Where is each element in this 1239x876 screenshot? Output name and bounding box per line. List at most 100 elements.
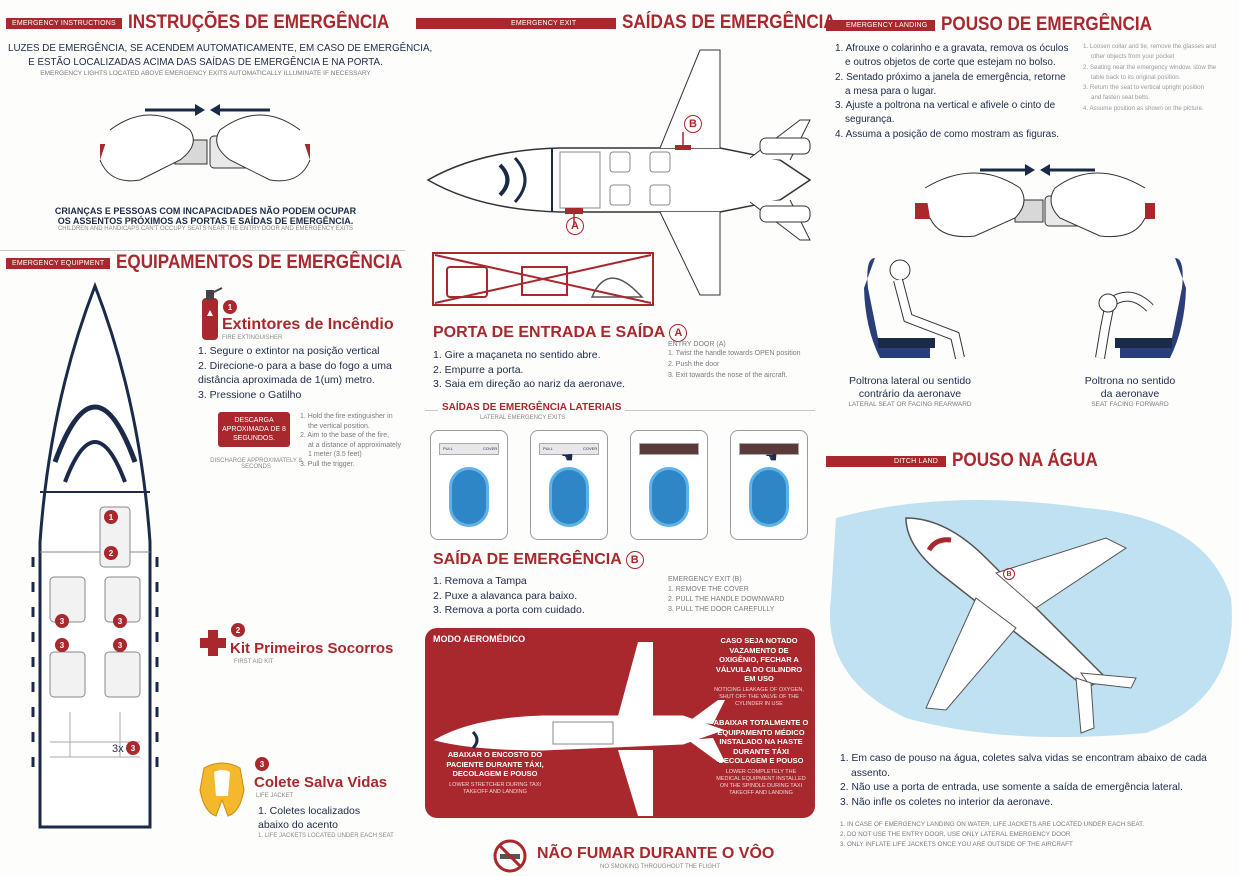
landing-step: 3. Ajuste a poltrona na vertical e afive… (835, 100, 1056, 112)
oxygen-english: NOTICING LEAKAGE OF OXYGEN, SHUT OFF THE… (714, 686, 804, 707)
entry-door-en-step: 1. Twist the handle towards OPEN positio… (668, 350, 801, 357)
instructions-text: LUZES DE EMERGÊNCIA, SE ACENDEM AUTOMATI… (8, 42, 433, 78)
first-aid-cross-icon (200, 630, 226, 656)
extinguisher-step: 3. Pressione o Gatilho (198, 388, 302, 401)
no-smoking-icon (493, 839, 527, 873)
instructions-english: EMERGENCY LIGHTS LOCATED ABOVE EMERGENCY… (40, 70, 371, 77)
children-warning: CRIANÇAS E PESSOAS COM INCAPACIDADES NÃO… (8, 206, 403, 232)
discharge-box: DESCARGA APROXIMADA DE 8 SEGUNDOS. (218, 412, 290, 447)
landing-step: segurança. (845, 114, 895, 126)
first-aid-sub: FIRST AID KIT (234, 659, 274, 665)
exit-window (749, 467, 789, 527)
hand-icon: ☚ (765, 449, 778, 465)
landing-en-step: 1. Loosen collar and tie, remove the gla… (1083, 43, 1217, 50)
seat-rearward-caption: Poltrona lateral ou sentido contrário da… (845, 375, 975, 408)
instructions-line1: LUZES DE EMERGÊNCIA, SE ACENDEM AUTOMATI… (8, 43, 433, 54)
extinguisher-sub: FIRE EXTINGUISHER (222, 335, 283, 341)
life-vest-line2: abaixo do acento (258, 819, 338, 831)
ditch-step: 3. Não infle os coletes no interior da a… (840, 796, 1053, 808)
landing-en-step: and fasten seat belts. (1091, 94, 1150, 102)
exit-handle-strip (639, 443, 699, 455)
seat-rearward-line1: Poltrona lateral ou sentido (849, 375, 971, 387)
exit-b-title: SAÍDA DE EMERGÊNCIA (433, 551, 622, 568)
exit-window (549, 467, 589, 527)
exit-b-english: EMERGENCY EXIT (B) 1. REMOVE THE COVER 2… (668, 575, 784, 615)
exit-b-en-title: EMERGENCY EXIT (B) (668, 576, 742, 583)
exit-window (649, 467, 689, 527)
exits-title: SAÍDAS DE EMERGÊNCIA (622, 12, 837, 33)
landing-en-step: 4. Assume position as shown on the pictu… (1083, 104, 1204, 112)
extinguisher-step: 1. Segure o extintor na posição vertical (198, 345, 380, 357)
ditch-step: 1. Em caso de pouso na água, coletes sal… (840, 753, 1207, 764)
stretcher-english: LOWER STRETCHER DURING TAXI TAKEOFF AND … (449, 781, 541, 795)
seat-forward-line1: Poltrona no sentido (1084, 375, 1176, 387)
ditch-exit-marker: B (1003, 568, 1015, 580)
extinguisher-number: 1 (223, 300, 237, 314)
instructions-header: EMERGENCY INSTRUCTIONS INSTRUÇÕES DE EME… (6, 12, 418, 34)
seat-forward-line2: da aeronave (1100, 388, 1160, 400)
entry-door-en-step: 2. Push the door (668, 361, 720, 368)
exit-b-step: 3. Remova a porta com cuidado. (433, 604, 585, 616)
fire-extinguisher-icon (202, 287, 223, 340)
instructions-title: INSTRUÇÕES DE EMERGÊNCIA (127, 12, 390, 33)
entry-door-letter: A (669, 324, 688, 342)
equipment-note: ABAIXAR TOTALMENTE O EQUIPAMENTO MÉDICO … (713, 718, 809, 797)
extinguisher-steps: 1. Segure o extintor na posição vertical… (198, 344, 392, 402)
extinguisher-english-step: 2. Aim to the base of the fire, (300, 432, 390, 439)
exit-b-marker: B (684, 115, 702, 133)
cover-label: COVER (483, 446, 498, 451)
lateral-exit-step-3 (630, 430, 708, 540)
equipment-title: EQUIPAMENTOS DE EMERGÊNCIA (116, 252, 403, 273)
hand-icon: ☚ (561, 449, 574, 465)
entry-door-steps: 1. Gire a maçaneta no sentido abre. 2. E… (433, 348, 625, 392)
lateral-exit-step-1: PULL COVER (430, 430, 508, 540)
exit-b-steps: 1. Remova a Tampa 2. Puxe a alavanca par… (433, 574, 585, 618)
landing-step: 2. Sentado próximo a janela de emergênci… (835, 71, 1066, 83)
no-baggage-near-exit-icon (432, 252, 654, 306)
brace-position-forward-icon (1095, 258, 1186, 359)
extinguisher-english-steps: 1. Hold the fire extinguisher in the ver… (300, 412, 401, 469)
landing-step: e outros objetos de corte que estejam no… (845, 57, 1056, 69)
children-english: CHILDREN AND HANDICAPS CAN'T OCCUPY SEAT… (57, 226, 354, 232)
exit-b-en-step: 1. REMOVE THE COVER (668, 586, 749, 593)
map-mark-vest: 3 (113, 614, 127, 628)
children-line1: CRIANÇAS E PESSOAS COM INCAPACIDADES NÃO… (54, 206, 357, 216)
exit-a-marker: A (566, 217, 584, 235)
exit-handle-strip (739, 443, 799, 455)
landing-seatbelt-illustration (915, 164, 1155, 238)
seat-rearward-line2: contrário da aeronave (858, 388, 962, 400)
exit-b-step: 2. Puxe a alavanca para baixo. (433, 589, 578, 602)
discharge-english: DISCHARGE APPROXIMATELY 8 SECONDS (210, 458, 302, 470)
extinguisher-english-step: at a distance of approximately (308, 441, 401, 449)
seat-rearward-english: LATERAL SEAT OR FACING REARWARD (848, 401, 972, 408)
landing-step: 1. Afrouxe o colarinho e a gravata, remo… (835, 43, 1069, 54)
equipment-tag: EMERGENCY EQUIPMENT (6, 257, 111, 269)
lateral-exit-step-2: PULL COVER ☚ (530, 430, 608, 540)
landing-en-step: table back to its original position. (1091, 73, 1181, 81)
instructions-tag: EMERGENCY INSTRUCTIONS (6, 17, 122, 29)
life-vest-sub: LIFE JACKET (256, 793, 294, 799)
extinguisher-step: 2. Direcione-o para a base do fogo a uma (198, 359, 392, 372)
equipment-divider (0, 250, 405, 251)
landing-en-step: other objects from your pocket (1091, 53, 1175, 61)
extinguisher-english-step: the vertical position. (308, 422, 370, 430)
stretcher-text: ABAIXAR O ENCOSTO DO PACIENTE DURANTE TÁ… (446, 750, 544, 778)
ditch-tag: DITCH LAND (826, 455, 947, 467)
landing-step: 4. Assuma a posição de como mostram as f… (835, 128, 1059, 140)
cabin-floor-plan (31, 282, 159, 829)
landing-header: EMERGENCY LANDING POUSO DE EMERGÊNCIA (826, 14, 1176, 36)
oxygen-text: CASO SEJA NOTADO VAZAMENTO DE OXIGÊNIO, … (715, 636, 803, 683)
lateral-exit-steps: PULL COVER PULL COVER ☚ ☚ (430, 430, 808, 540)
entry-door-en-letter: A (718, 341, 724, 348)
entry-door-step: 3. Saia em direção ao nariz da aeronave. (433, 378, 626, 390)
exit-b-step: 1. Remova a Tampa (433, 575, 527, 587)
lateral-exit-step-4: ☚ (730, 430, 808, 540)
extinguisher-english-step: 1. Hold the fire extinguisher in (300, 413, 393, 420)
life-vest-text: 1. Coletes localizados abaixo do acento (258, 804, 360, 832)
landing-tag: EMERGENCY LANDING (826, 19, 936, 31)
exit-cover-strip (539, 443, 599, 455)
seat-forward-english: SEAT FACING FORWARD (1091, 401, 1169, 408)
landing-steps: 1. Afrouxe o colarinho e a gravata, remo… (835, 42, 1068, 142)
pull-label: PULL (443, 446, 454, 451)
exit-cover-strip (439, 443, 499, 455)
